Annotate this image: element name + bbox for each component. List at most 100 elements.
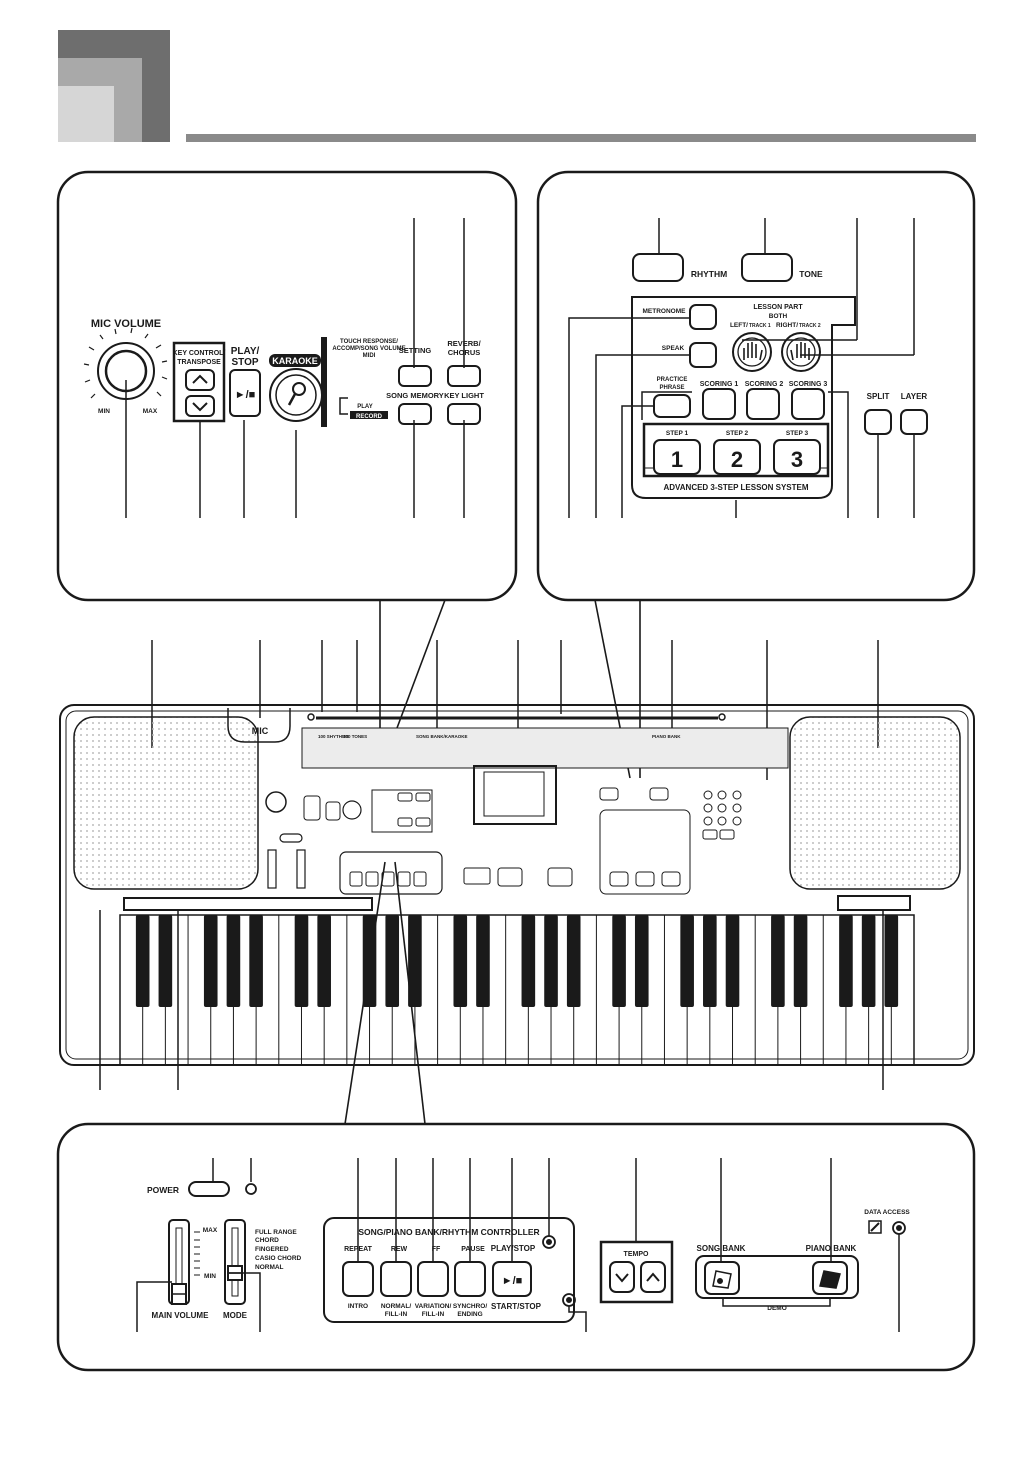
black-key	[476, 915, 490, 1007]
mode-slider[interactable]	[224, 1219, 246, 1305]
layer-button[interactable]	[900, 409, 928, 435]
setting-button[interactable]	[398, 365, 432, 387]
black-key	[725, 915, 740, 1007]
black-key	[861, 915, 876, 1007]
transpose-down-button[interactable]	[185, 395, 215, 417]
karaoke-button[interactable]	[269, 368, 323, 422]
song-memory-label: SONG MEMORY	[386, 391, 444, 400]
left-speaker	[73, 716, 259, 890]
svg-text:LEFT/: LEFT/	[730, 322, 748, 329]
speak-button[interactable]	[689, 342, 717, 368]
svg-text:BOTH: BOTH	[769, 313, 788, 320]
transpose-up-button[interactable]	[185, 369, 215, 391]
svg-text:TRACK 2: TRACK 2	[799, 323, 821, 329]
scoring-2-button[interactable]	[746, 388, 780, 420]
song-bank-label: SONG BANK	[697, 1244, 746, 1253]
rhythm-button[interactable]	[632, 253, 684, 282]
svg-text:MIDI: MIDI	[363, 353, 376, 359]
intro-button[interactable]	[342, 1261, 374, 1297]
svg-text:ACCOMP/SONG VOLUME: ACCOMP/SONG VOLUME	[332, 346, 405, 352]
controller-title: SONG/PIANO BANK/RHYTHM CONTROLLER	[358, 1227, 539, 1237]
step-1-button[interactable]	[653, 439, 701, 475]
step-3-button[interactable]	[773, 439, 821, 475]
practice-phrase-button[interactable]	[653, 394, 691, 418]
svg-text:►/■: ►/■	[235, 389, 256, 401]
normal-fill-in-button[interactable]	[380, 1261, 412, 1297]
black-key	[680, 915, 694, 1007]
scoring-1-button[interactable]	[702, 388, 736, 420]
black-key	[839, 915, 853, 1007]
svg-text:PHRASE: PHRASE	[659, 385, 684, 391]
svg-text:MIN: MIN	[98, 408, 110, 415]
svg-text:MAX: MAX	[143, 408, 158, 415]
svg-text:VARIATION/: VARIATION/	[415, 1303, 452, 1310]
split-button[interactable]	[864, 409, 892, 435]
reverb-chorus-button[interactable]	[447, 365, 481, 387]
black-key	[521, 915, 536, 1007]
section-header	[58, 30, 976, 142]
scoring-3-button[interactable]	[791, 388, 825, 420]
left-hand-button[interactable]	[732, 332, 772, 372]
svg-text:PIANO BANK: PIANO BANK	[652, 734, 681, 739]
start-stop-button[interactable]	[492, 1261, 532, 1297]
svg-text:RECORD: RECORD	[356, 414, 383, 420]
svg-text:ADVANCED 3-STEP LESSON SYSTEM: ADVANCED 3-STEP LESSON SYSTEM	[663, 483, 808, 492]
key-control-label: KEY CONTROL/	[173, 350, 226, 357]
play-stop-button[interactable]	[229, 369, 261, 417]
mic-panel-text: MIC VOLUME MIN MAX KEY CONTROL/ TRANSPOS…	[91, 318, 484, 420]
svg-text:FILL-IN: FILL-IN	[422, 1311, 445, 1318]
synchro-ending-button[interactable]	[454, 1261, 486, 1297]
svg-text:1: 1	[671, 447, 683, 472]
svg-text:INTRO: INTRO	[348, 1303, 368, 1310]
kb-keypad	[703, 790, 742, 826]
svg-text:MIN: MIN	[204, 1273, 216, 1280]
power-label: POWER	[147, 1185, 179, 1195]
tempo-up-button[interactable]	[640, 1261, 666, 1293]
svg-text:PLAY: PLAY	[357, 404, 372, 410]
svg-text:FF: FF	[432, 1246, 441, 1253]
svg-text:REW: REW	[391, 1246, 408, 1253]
svg-text:►/■: ►/■	[502, 1275, 523, 1287]
karaoke-label: KARAOKE	[272, 356, 318, 366]
black-key	[884, 915, 899, 1007]
svg-text:TONE: TONE	[799, 269, 823, 279]
svg-text:PAUSE: PAUSE	[461, 1246, 485, 1253]
variation-fill-in-button[interactable]	[417, 1261, 449, 1297]
black-key	[249, 915, 263, 1007]
tone-button[interactable]	[741, 253, 793, 282]
play-indicator	[542, 1235, 556, 1249]
right-hand-button[interactable]	[781, 332, 821, 372]
step-frame	[642, 422, 830, 478]
svg-text:NORMAL/: NORMAL/	[381, 1303, 412, 1310]
piano-bank-button[interactable]	[812, 1261, 848, 1295]
controller-frame	[323, 1217, 575, 1323]
keyboard-text: MIC 100 SHYTHMS 100 TONES SONG BANK/KARA…	[252, 726, 682, 739]
song-bank-button[interactable]	[704, 1261, 740, 1295]
song-bank-frame	[695, 1255, 859, 1299]
black-key	[634, 915, 649, 1007]
knob-ticks	[83, 327, 168, 399]
controller-panel	[136, 1158, 906, 1332]
volume-ticks	[194, 1231, 200, 1276]
main-volume-label: MAIN VOLUME	[152, 1311, 210, 1320]
mode-label: MODE	[223, 1311, 248, 1320]
reverb-label: REVERB/	[447, 339, 481, 348]
svg-text:STEP 1: STEP 1	[666, 430, 689, 437]
song-memory-button[interactable]	[398, 403, 432, 425]
tempo-down-button[interactable]	[609, 1261, 635, 1293]
mic-volume-label: MIC VOLUME	[91, 318, 161, 330]
svg-text:TRANSPOSE: TRANSPOSE	[177, 359, 221, 366]
black-key	[385, 915, 400, 1007]
svg-text:SONG BANK/KARAOKE: SONG BANK/KARAOKE	[416, 734, 468, 739]
svg-text:SCORING 3: SCORING 3	[789, 381, 828, 388]
black-key	[544, 915, 558, 1007]
power-button[interactable]	[188, 1181, 230, 1197]
key-light-button[interactable]	[447, 403, 481, 425]
svg-text:STOP: STOP	[231, 357, 258, 368]
mic-volume-knob[interactable]	[97, 342, 155, 400]
black-key	[158, 915, 173, 1007]
metronome-button[interactable]	[689, 304, 717, 330]
svg-text:CHORUS: CHORUS	[448, 348, 481, 357]
lesson-panel-text: RHYTHM TONE METRONOME LESSON PART BOTH L…	[643, 269, 928, 492]
step-2-button[interactable]	[713, 439, 761, 475]
